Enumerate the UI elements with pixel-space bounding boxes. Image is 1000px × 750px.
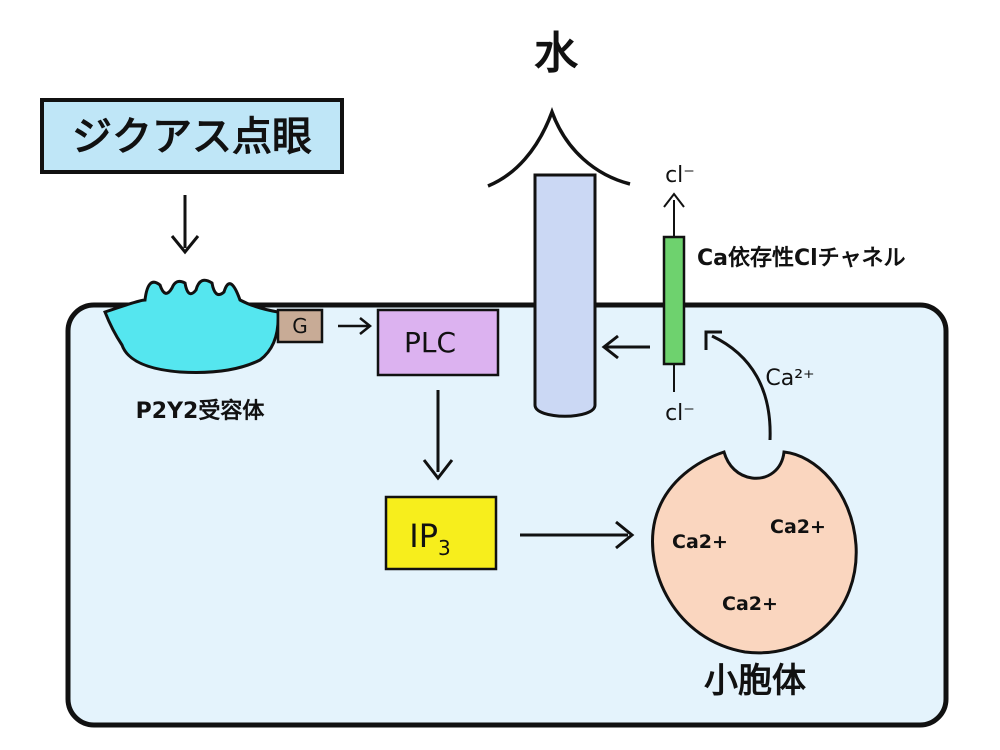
g-label: G <box>292 314 308 338</box>
cl-ion-bottom: cl⁻ <box>665 401 695 426</box>
ip3-label: IP3 <box>409 517 450 560</box>
water-channel <box>533 173 597 418</box>
plc-label: PLC <box>404 326 456 359</box>
er-ion-3: Ca2+ <box>722 593 778 615</box>
arrow-ca-release <box>711 334 772 441</box>
g-protein <box>276 308 324 344</box>
ip3-box <box>384 495 498 571</box>
diquafosol-label: ジクアス点眼 <box>72 114 312 160</box>
water-label: 水 <box>534 28 579 79</box>
cl-channel <box>662 235 686 366</box>
p2y2-receptor <box>103 278 280 374</box>
er-ion-1: Ca2+ <box>672 531 728 553</box>
cl-ion-top: cl⁻ <box>665 163 695 188</box>
diquafosol-box: ジクアス点眼 <box>40 98 344 174</box>
ca-signal-label: Ca²⁺ <box>765 366 814 391</box>
water-arrow-head <box>487 106 631 188</box>
plc-box <box>376 308 500 377</box>
er-label: 小胞体 <box>704 661 806 701</box>
ip3-subscript: 3 <box>438 536 451 560</box>
ip3-text: IP <box>409 517 438 555</box>
endoplasmic-reticulum <box>651 450 858 655</box>
er-ion-2: Ca2+ <box>770 516 826 538</box>
channel-label: Ca依存性Clチャネル <box>697 245 905 271</box>
receptor-label: P2Y2受容体 <box>136 398 266 424</box>
